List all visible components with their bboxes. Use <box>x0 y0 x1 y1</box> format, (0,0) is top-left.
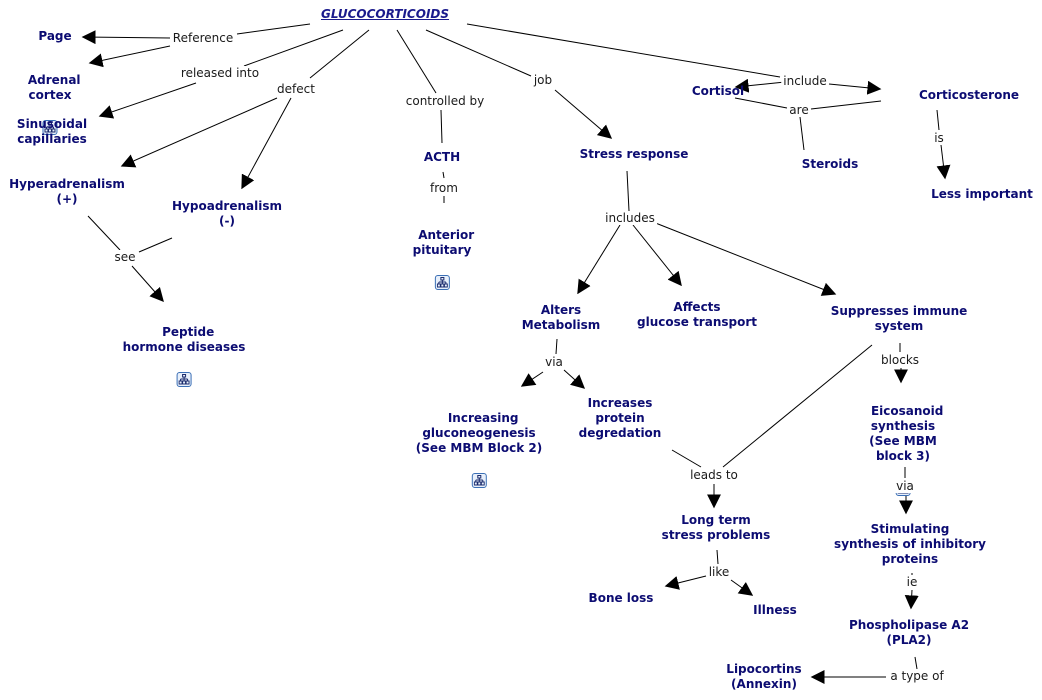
concept-adrenal-cortex[interactable]: Adrenal cortex <box>19 58 81 150</box>
edge-hyper-see <box>87 215 121 251</box>
link-a-type-of[interactable]: a type of <box>888 669 946 683</box>
edge-are-steroids <box>799 116 805 151</box>
concept-stimulating-synthesis[interactable]: Stimulating synthesis of inhibitory prot… <box>834 522 986 566</box>
link-from[interactable]: from <box>428 181 460 195</box>
concept-long-term-stress-problems[interactable]: Long term stress problems <box>661 513 771 542</box>
edge-released-sinusoidal <box>98 82 197 119</box>
link-job[interactable]: job <box>531 73 555 87</box>
link-leads-to[interactable]: leads to <box>688 468 740 482</box>
link-via-eicosanoid[interactable]: via <box>894 479 916 493</box>
edge-cortisol-are <box>734 97 788 109</box>
concept-label: Increasing gluconeogenesis (See MBM Bloc… <box>415 411 543 455</box>
concept-anterior-pituitary[interactable]: Anterior pituitary <box>410 213 474 305</box>
concept-alters-metabolism[interactable]: Alters Metabolism <box>521 303 601 332</box>
resource-hierarchy-icon[interactable] <box>42 120 58 135</box>
concept-lipocortins[interactable]: Lipocortins (Annexin) <box>726 662 802 691</box>
link-see[interactable]: see <box>112 250 138 264</box>
concept-steroids[interactable]: Steroids <box>801 157 859 171</box>
edge-via-protein <box>563 369 586 389</box>
edge-alters-via <box>555 338 558 355</box>
link-include[interactable]: include <box>781 74 829 88</box>
concept-stress-response[interactable]: Stress response <box>579 147 689 161</box>
link-released-into[interactable]: released into <box>178 66 262 80</box>
concept-glucocorticoids[interactable]: GLUCOCORTICOIDS <box>320 7 450 21</box>
link-are[interactable]: are <box>787 103 811 117</box>
link-ie[interactable]: ie <box>904 575 920 589</box>
edge-includes-alters <box>577 224 621 295</box>
edge-via-gluconeo <box>520 371 544 387</box>
concept-phospholipase-a2[interactable]: Phospholipase A2 (PLA2) <box>848 618 970 647</box>
edge-hypo-see <box>138 237 173 253</box>
edge-gluco-released <box>243 29 344 67</box>
edge-reference-page <box>81 30 171 45</box>
resource-hierarchy-icon[interactable] <box>434 275 450 290</box>
edge-gluco-job <box>425 29 532 77</box>
concept-label: Anterior pituitary <box>412 228 475 257</box>
link-like[interactable]: like <box>706 565 732 579</box>
link-is[interactable]: is <box>932 131 946 145</box>
concept-hypoadrenalism[interactable]: Hypoadrenalism (-) <box>172 199 282 228</box>
concept-sinusoidal-capillaries[interactable]: Sinusoidal capillaries <box>16 117 88 146</box>
concept-hyperadrenalism[interactable]: Hyperadrenalism (+) <box>9 177 125 206</box>
edge-controlled-acth <box>440 109 443 144</box>
edge-gluco-include <box>466 23 781 78</box>
concept-page[interactable]: Page <box>38 29 72 43</box>
edge-corticosterone-is <box>936 109 940 131</box>
concept-acth[interactable]: ACTH <box>423 150 461 164</box>
edge-corticosterone-are <box>810 100 882 110</box>
edge-suppresses-leads <box>722 344 873 468</box>
edge-defect-hyper <box>120 97 278 168</box>
edge-includes-suppresses <box>652 221 837 296</box>
edge-include-corticosterone <box>828 80 882 95</box>
concept-affects-glucose-transport[interactable]: Affects glucose transport <box>637 300 757 329</box>
concept-label: Eicosanoid synthesis (See MBM block 3) <box>869 404 944 463</box>
edge-include-cortisol <box>734 78 786 93</box>
edge-see-peptide <box>131 265 164 303</box>
edge-like-bone <box>664 575 707 590</box>
edge-gluco-reference <box>236 23 311 35</box>
link-defect[interactable]: defect <box>275 82 317 96</box>
resource-hierarchy-icon[interactable] <box>176 372 192 387</box>
edge-is-less <box>936 144 951 180</box>
concept-cortisol[interactable]: Cortisol <box>691 84 745 98</box>
edge-stress-includes <box>626 170 630 212</box>
edge-acth-from <box>442 171 445 179</box>
concept-illness[interactable]: Illness <box>753 603 797 617</box>
edge-defect-hypo <box>241 97 292 190</box>
concept-corticosterone[interactable]: Corticosterone <box>918 88 1020 102</box>
concept-bone-loss[interactable]: Bone loss <box>588 591 654 605</box>
edge-pla2-typeof <box>914 656 918 670</box>
concept-label: Peptide hormone diseases <box>122 325 246 354</box>
concept-increases-protein-degredation[interactable]: Increases protein degredation <box>578 396 662 440</box>
edge-job-stress <box>554 89 613 139</box>
edge-longterm-like <box>716 549 719 565</box>
edge-gluco-controlled <box>396 29 437 94</box>
link-reference[interactable]: Reference <box>170 31 236 45</box>
resource-hierarchy-icon[interactable] <box>471 473 487 488</box>
edge-protein-leads <box>671 449 702 468</box>
concept-label: Adrenal cortex <box>27 73 81 102</box>
concept-peptide-hormone-diseases[interactable]: Peptide hormone diseases <box>122 310 246 402</box>
edge-gluco-defect <box>309 29 370 79</box>
edge-includes-affects <box>632 224 682 287</box>
concept-increasing-gluconeogenesis[interactable]: Increasing gluconeogenesis (See MBM Bloc… <box>416 396 542 503</box>
link-blocks[interactable]: blocks <box>878 353 922 367</box>
link-via-metabolism[interactable]: via <box>543 355 565 369</box>
edge-ie-pla2 <box>904 589 919 610</box>
edge-like-illness <box>730 579 754 596</box>
concept-less-important[interactable]: Less important <box>931 187 1033 201</box>
link-controlled-by[interactable]: controlled by <box>403 94 487 108</box>
link-includes[interactable]: includes <box>603 211 657 225</box>
edge-reference-adrenal <box>88 45 171 68</box>
concept-suppresses-immune-system[interactable]: Suppresses immune system <box>830 304 968 333</box>
